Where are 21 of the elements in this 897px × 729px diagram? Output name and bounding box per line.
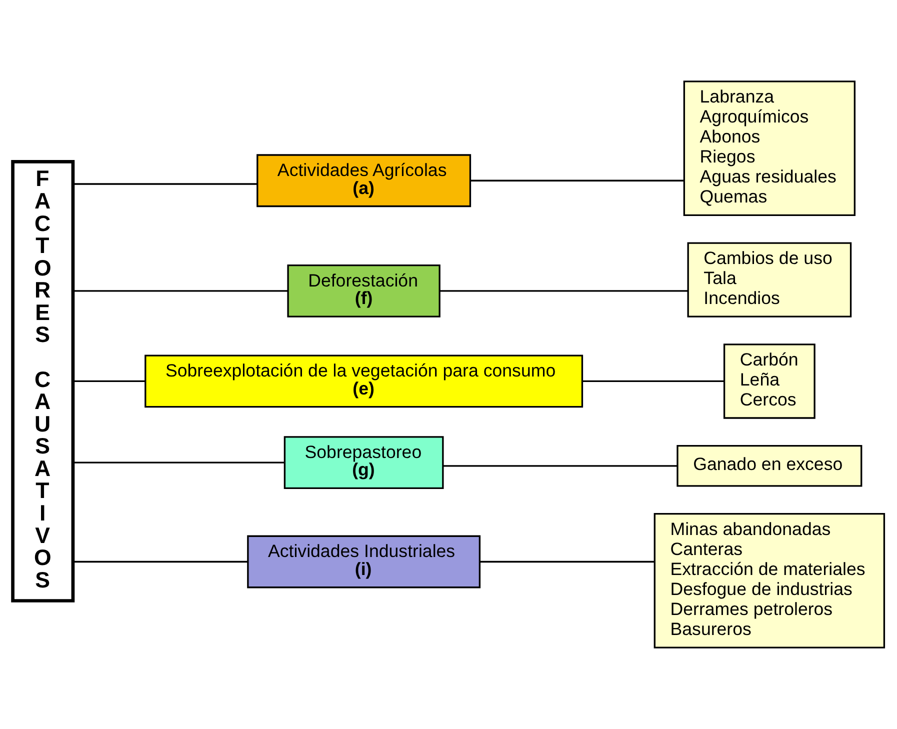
connector	[442, 465, 678, 467]
node-box: Sobrepastoreo (g)	[284, 436, 444, 490]
node-box: Cambios de uso Tala Incendios	[687, 242, 852, 318]
connector	[470, 180, 684, 182]
node-box: Deforestación (f)	[287, 264, 440, 318]
node-box: Actividades Agrícolas (a)	[256, 154, 472, 208]
node-box: FACTORES CAUSATIVOS	[11, 160, 75, 602]
connector	[582, 380, 724, 382]
connector	[73, 380, 146, 382]
node-box: Minas abandonadas Canteras Extracción de materiales Desfogue de industrias Derrames petroleros Basureros	[654, 512, 886, 648]
connector	[73, 462, 285, 464]
connector	[480, 560, 655, 563]
connector	[440, 290, 688, 292]
connector	[73, 183, 258, 185]
node-box: Actividades Industriales (i)	[247, 535, 481, 588]
connector	[73, 290, 288, 292]
node-box: Ganado en exceso	[676, 445, 862, 487]
node-box: Sobreexplotación de la vegetación para consumo (e)	[144, 354, 584, 408]
connector	[73, 560, 248, 563]
node-box: Labranza Agroquímicos Abonos Riegos Aguas residuales Quemas	[683, 80, 856, 216]
node-box: Carbón Leña Cercos	[723, 344, 816, 419]
